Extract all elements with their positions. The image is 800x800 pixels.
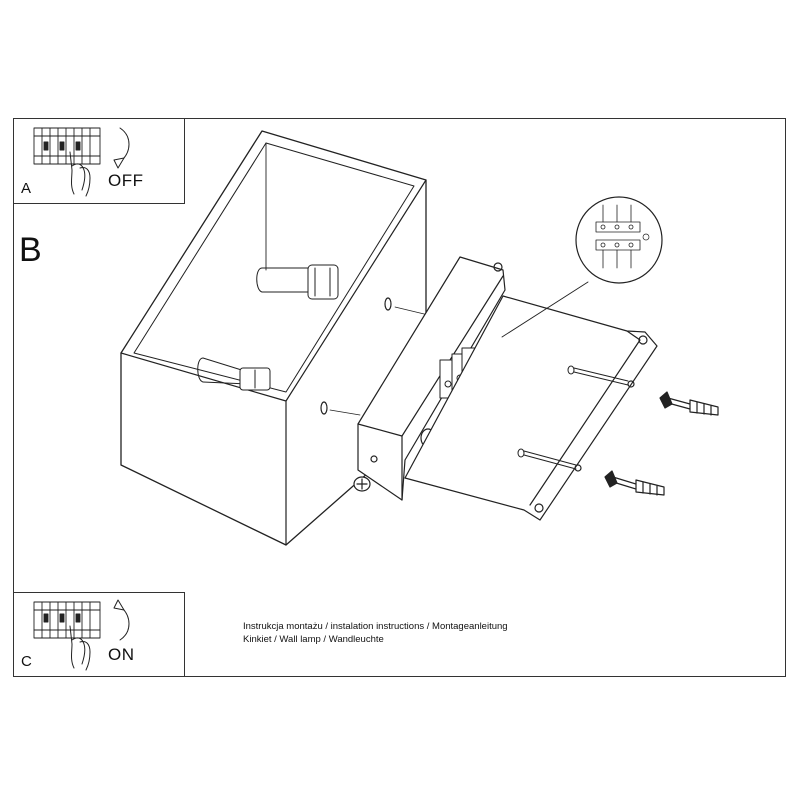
step-c-letter: C — [21, 653, 32, 670]
hand-icon — [69, 151, 91, 197]
wall-bracket — [404, 295, 658, 521]
hand-icon — [69, 625, 91, 671]
step-a-panel — [13, 118, 185, 204]
wiring-detail-icon — [501, 196, 663, 338]
long-screw-top — [567, 365, 629, 386]
lamp-housing — [120, 130, 427, 546]
screw-icon — [353, 455, 378, 492]
breaker-panel-icon — [33, 601, 101, 639]
arrow-up-icon — [113, 599, 130, 641]
caption-line-2: Kinkiet / Wall lamp / Wandleuchte — [243, 634, 384, 645]
step-a-action: OFF — [108, 171, 144, 190]
long-screw-bottom — [517, 448, 577, 470]
lamp-socket-top — [256, 264, 339, 300]
diagram-frame — [13, 118, 786, 677]
step-b-letter: B — [19, 231, 42, 269]
step-c-action: ON — [108, 645, 135, 664]
caption-line-1: Instrukcja montażu / instalation instruc… — [243, 621, 508, 632]
arrow-down-icon — [113, 127, 130, 169]
lamp-socket-bottom — [197, 357, 271, 391]
step-a-letter: A — [21, 180, 32, 197]
wall-plug-icon — [604, 470, 665, 496]
wall-plug-icon — [659, 391, 719, 416]
breaker-panel-icon — [33, 127, 101, 165]
step-c-panel — [13, 592, 185, 677]
